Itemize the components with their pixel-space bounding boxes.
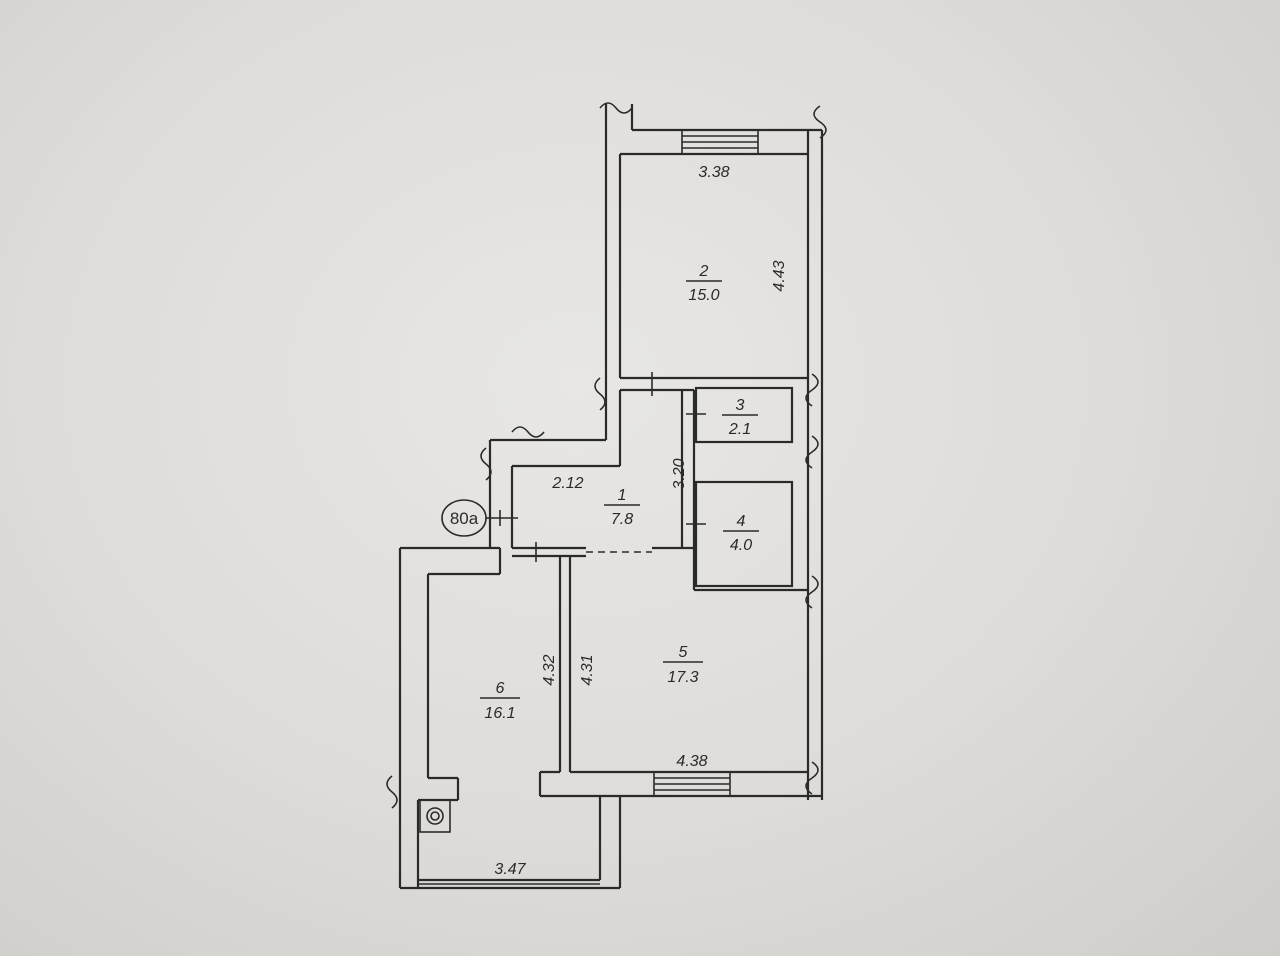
door-marks xyxy=(494,372,706,562)
dim-room5-width: 4.38 xyxy=(676,753,707,770)
dim-room6-length: 4.32 xyxy=(541,654,558,685)
dim-hall-length: 3.20 xyxy=(671,458,688,489)
room2-area: 15.0 xyxy=(688,287,719,304)
break-top-left xyxy=(599,102,633,114)
dimension-labels: 3.38 4.43 2.12 3.20 4.32 4.31 4.38 3.47 xyxy=(494,164,788,878)
room4-outline xyxy=(694,480,794,588)
room3-number: 3 xyxy=(736,397,745,414)
room5-area: 17.3 xyxy=(667,669,698,686)
break-room2-left xyxy=(594,377,606,411)
room3-outline xyxy=(694,386,794,444)
room5-number: 5 xyxy=(679,644,688,661)
room2-number: 2 xyxy=(699,263,709,280)
room1-number: 1 xyxy=(618,487,627,504)
apartment-marker: 80а xyxy=(441,499,494,537)
break-hall-top xyxy=(511,426,545,438)
break-right-2 xyxy=(805,435,819,469)
room4-number: 4 xyxy=(737,513,746,530)
break-right-1 xyxy=(805,373,819,407)
dim-room2-length: 4.43 xyxy=(771,260,788,291)
room4-area: 4.0 xyxy=(730,537,752,554)
room3-area: 2.1 xyxy=(728,421,751,438)
windows xyxy=(418,129,759,885)
room6-number: 6 xyxy=(496,680,505,697)
apartment-marker-label: 80а xyxy=(450,509,479,528)
break-right-4 xyxy=(805,761,819,795)
dim-room6-width: 3.47 xyxy=(494,861,526,878)
dim-hall-width: 2.12 xyxy=(551,475,583,492)
dim-room2-width: 3.38 xyxy=(698,164,729,181)
room6-area: 16.1 xyxy=(484,705,515,722)
dim-room5-length: 4.31 xyxy=(579,654,596,685)
break-right-3 xyxy=(805,575,819,609)
break-top-right xyxy=(813,105,827,139)
outer-walls xyxy=(398,104,824,890)
room1-area: 7.8 xyxy=(611,511,633,528)
break-kitchen-left xyxy=(386,775,398,809)
room-labels: 2 15.0 3 2.1 1 7.8 4 4.0 5 17.3 6 16.1 xyxy=(480,263,759,722)
interior-walls xyxy=(418,376,808,802)
break-hall-left xyxy=(480,447,492,481)
wall-break-marks xyxy=(386,102,827,809)
stove-icon xyxy=(419,799,451,833)
